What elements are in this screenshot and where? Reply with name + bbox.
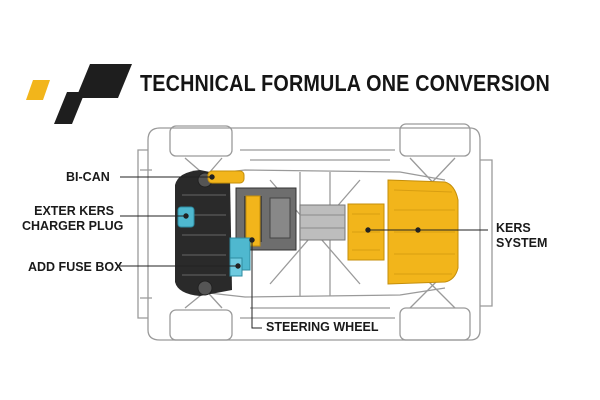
page-title: TECHNICAL FORMULA ONE CONVERSION <box>140 70 550 96</box>
callout-kers-line2: SYSTEM <box>496 236 548 250</box>
callout-steering-line1: STEERING WHEEL <box>266 320 379 334</box>
callout-kers-system: KERS SYSTEM <box>496 221 547 251</box>
callout-steering-wheel: STEERING WHEEL <box>266 320 379 335</box>
callout-kers-line1: KERS <box>496 221 531 235</box>
callout-exter-kers-line2: CHARGER PLUG <box>22 219 124 233</box>
body-outline <box>147 127 481 341</box>
callout-exter-kers-line1: EXTER KERS <box>34 204 114 218</box>
rear-right-wheel <box>399 307 471 341</box>
leader-steering <box>251 240 262 329</box>
callout-fuse-line1: ADD FUSE BOX <box>28 260 123 274</box>
front-wing <box>137 149 148 319</box>
front-right-wheel <box>169 309 233 341</box>
callout-bi-can: BI-CAN <box>66 170 110 185</box>
callout-add-fuse-box: ADD FUSE BOX <box>28 260 122 275</box>
front-engine-block <box>175 170 232 296</box>
logo-dark-square-bottom <box>54 92 85 124</box>
logo-yellow-square <box>26 80 50 100</box>
front-left-wheel <box>169 125 233 157</box>
callout-bi-can-line1: BI-CAN <box>66 170 110 184</box>
callout-exter-kers-charger-plug: EXTER KERS CHARGER PLUG <box>22 204 124 234</box>
rear-outline <box>480 159 493 307</box>
rear-left-wheel <box>399 123 471 157</box>
steering-module <box>245 195 261 247</box>
logo-dark-square-top <box>76 64 132 98</box>
kers-system-battery <box>347 179 459 285</box>
center-components <box>235 187 346 251</box>
